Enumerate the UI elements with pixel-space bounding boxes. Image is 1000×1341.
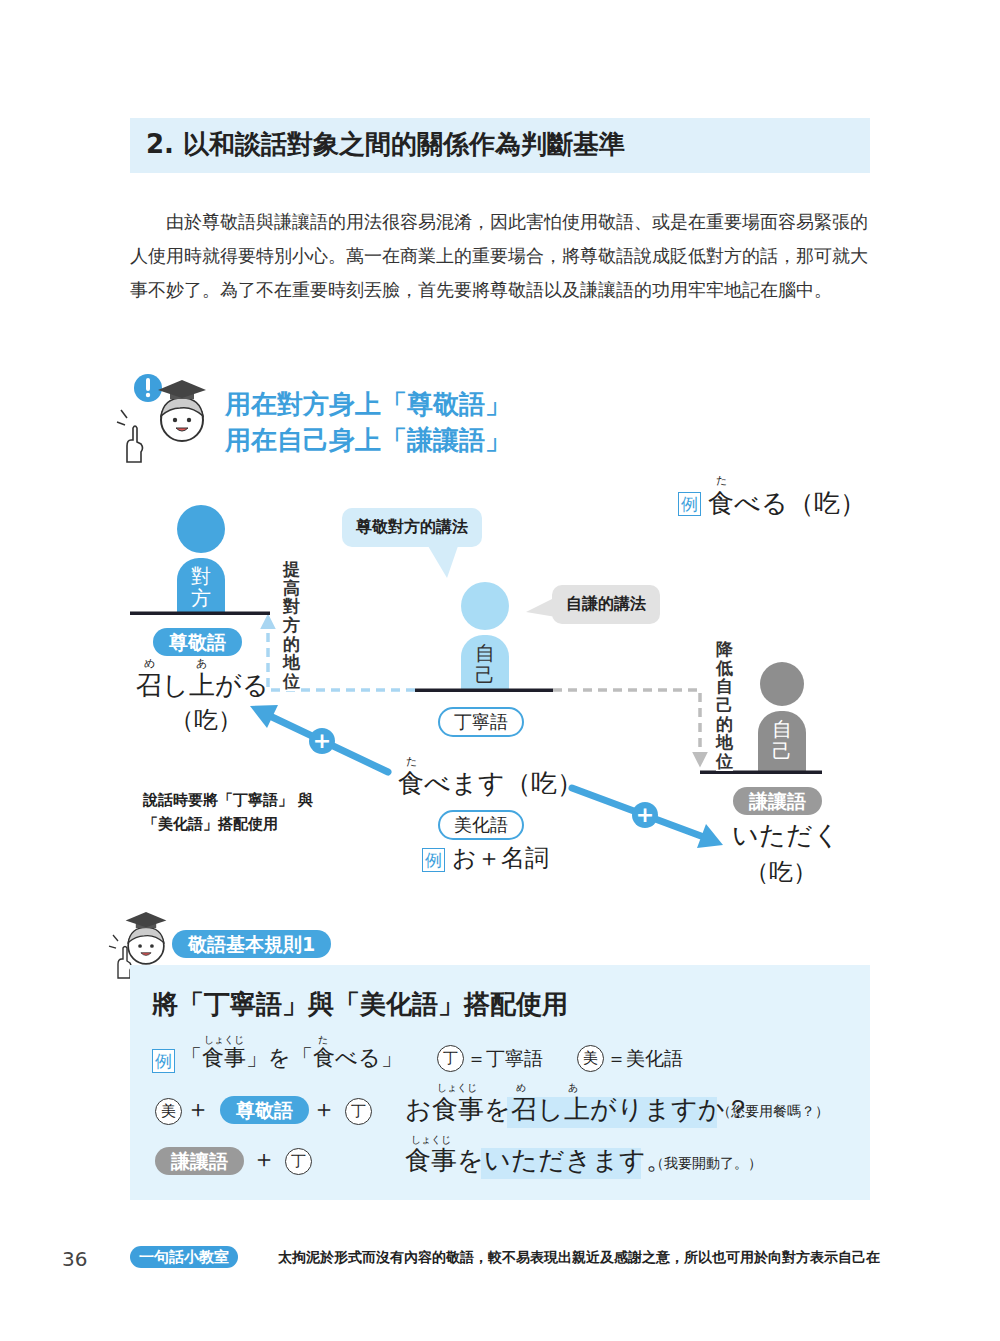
page-number: 36	[62, 1247, 87, 1271]
person-figure: 對方	[130, 505, 270, 615]
node-label: 丁	[346, 1099, 371, 1123]
node-label: 美化語	[454, 812, 508, 838]
dashed-connector	[553, 690, 700, 766]
bubble-tail	[428, 546, 458, 578]
furigana: あ	[196, 657, 207, 670]
furigana: しょくじ	[437, 1082, 477, 1094]
term-pill: 丁寧語	[438, 707, 524, 737]
plus-badge: +	[309, 728, 335, 754]
node-label: 尊敬語	[169, 628, 226, 656]
furigana: しょくじ	[204, 1034, 244, 1046]
node-label: 丁	[286, 1149, 311, 1173]
example-tag: 例	[152, 1049, 175, 1073]
polite-word: 食べます（吃）	[398, 768, 583, 799]
node-label: 例	[425, 849, 442, 871]
blue-arrow	[250, 705, 723, 848]
person-figure: 自己	[415, 582, 553, 692]
node-label: +	[309, 728, 335, 753]
abbrev-circle: 美	[577, 1045, 604, 1072]
heading-band	[130, 118, 870, 173]
plus-sign: ＋	[312, 1095, 336, 1124]
abbrev-circle: 美	[155, 1098, 182, 1125]
person-label: 對方	[191, 565, 211, 609]
example-tag: 例	[678, 492, 701, 516]
example-phrase: 「食事」を「食べる」	[180, 1045, 403, 1071]
abbrev-circle: 丁	[285, 1148, 312, 1175]
honorific-word: 召し上がる	[136, 670, 269, 701]
usage-note: 說話時要將「丁寧語」 與「美化語」搭配使用	[143, 788, 343, 836]
speech-bubble: 尊敬對方的講法	[342, 508, 482, 547]
plus-sign: ＋	[252, 1145, 276, 1174]
term-pill: 美化語	[438, 810, 524, 840]
node-label: 自謙的講法	[566, 594, 646, 615]
rule-tag: 敬語基本規則1	[172, 930, 331, 958]
term-pill: 謙讓語	[155, 1147, 244, 1175]
teacher-icon	[117, 374, 206, 462]
humble-word: いただく	[732, 820, 840, 851]
example-sentence: 食事をいただきます。	[405, 1145, 672, 1176]
plus-sign: ＋	[186, 1095, 210, 1124]
abbrev-key: ＝美化語	[607, 1047, 683, 1070]
translation: （您要用餐嗎？）	[717, 1103, 829, 1120]
speech-bubble: 自謙的講法	[552, 585, 660, 624]
meaning-note: （吃）	[745, 858, 817, 887]
node-label: 美	[156, 1099, 181, 1123]
example-tag: 例	[422, 848, 445, 872]
furigana: た	[318, 1034, 328, 1046]
term-pill: 尊敬語	[220, 1096, 309, 1124]
column-tag: 一句話小教室	[130, 1246, 238, 1268]
abbrev-circle: 丁	[345, 1098, 372, 1125]
node-label: 尊敬語	[236, 1096, 293, 1124]
node-label: 丁	[438, 1046, 463, 1070]
furigana: め	[144, 657, 155, 670]
section-title: 2. 以和談話對象之間的關係作為判斷基準	[146, 129, 625, 160]
node-label: 例	[681, 493, 698, 515]
furigana: あ	[568, 1082, 578, 1094]
person-label: 自己	[772, 718, 792, 762]
example-sentence: お食事を召し上がりますか？	[405, 1094, 751, 1125]
term-pill: 謙讓語	[733, 787, 822, 815]
plus-badge: +	[632, 802, 658, 828]
abbrev-key: ＝丁寧語	[467, 1047, 543, 1070]
person-label: 自己	[475, 642, 495, 686]
edge-label: 提高對方的地位	[283, 560, 300, 691]
node-label: 例	[155, 1050, 172, 1072]
edge-label: 降低自己的地位	[716, 640, 733, 771]
node-label: 一句話小教室	[139, 1246, 229, 1268]
example-formula: お＋名詞	[452, 844, 549, 873]
node-label: 美	[578, 1046, 603, 1070]
furigana: た	[716, 474, 727, 487]
abbrev-circle: 丁	[437, 1045, 464, 1072]
translation: （我要開動了。）	[650, 1155, 762, 1172]
node-label: 謙讓語	[171, 1147, 228, 1175]
callout-heading: 用在對方身上「尊敬語」 用在自己身上「謙讓語」	[225, 386, 535, 458]
body-paragraph: 由於尊敬語與謙讓語的用法很容易混淆，因此害怕使用敬語、或是在重要場面容易緊張的人…	[130, 205, 870, 307]
node-label: 謙讓語	[749, 787, 806, 815]
node-label: 丁寧語	[454, 709, 508, 735]
meaning-note: （吃）	[170, 706, 242, 735]
furigana: た	[406, 755, 417, 768]
furigana: め	[516, 1082, 526, 1094]
panel-heading: 將「丁寧語」與「美化語」搭配使用	[152, 987, 848, 1021]
term-pill: 尊敬語	[153, 628, 242, 656]
node-label: 敬語基本規則1	[188, 930, 315, 958]
furigana: しょくじ	[411, 1134, 451, 1146]
node-label: 尊敬對方的講法	[356, 517, 468, 538]
node-label: +	[632, 802, 658, 827]
example-word: 食べる（吃）	[708, 488, 866, 519]
column-text: 太拘泥於形式而沒有內容的敬語，較不易表現出親近及感謝之意，所以也可用於向對方表示…	[278, 1249, 880, 1266]
